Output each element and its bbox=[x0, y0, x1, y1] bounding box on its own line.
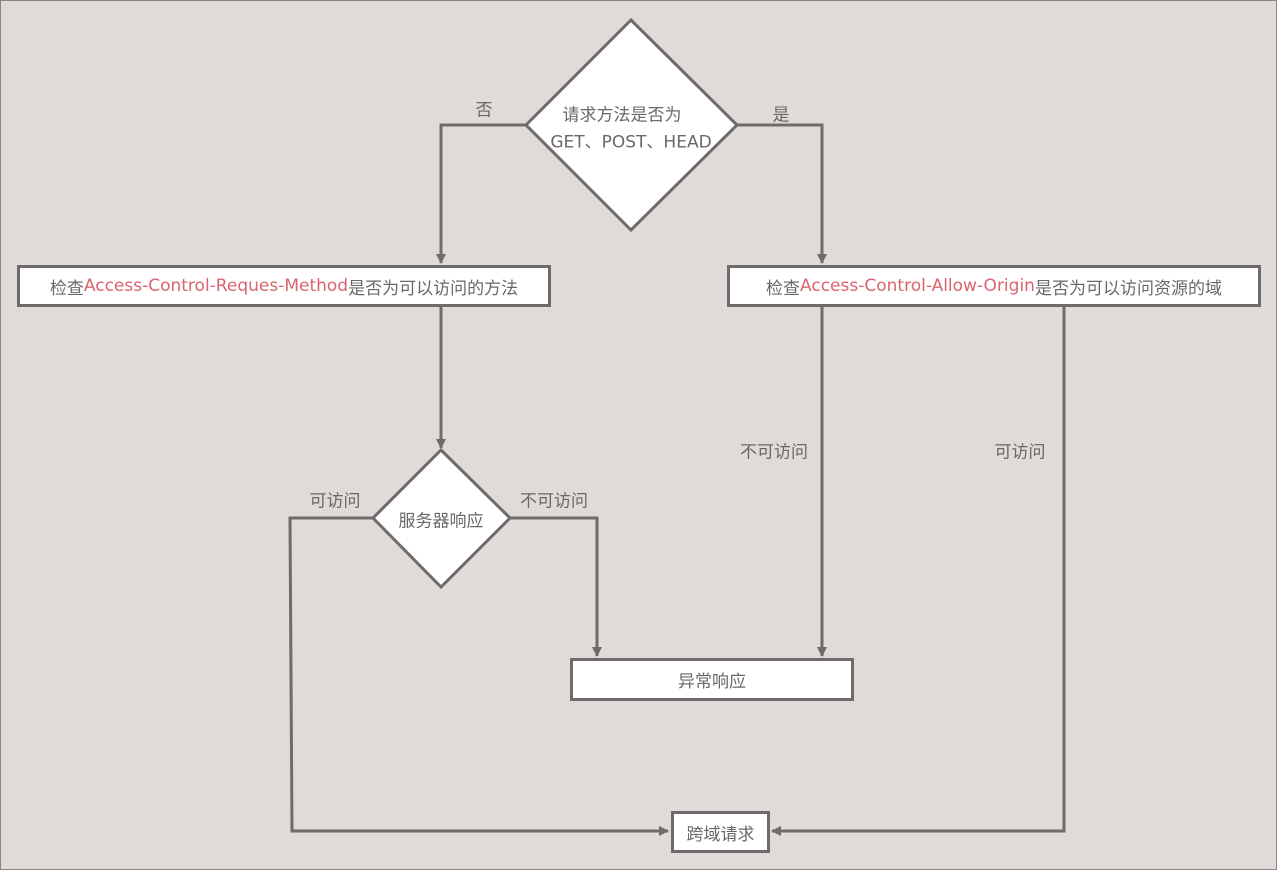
decision-server-label: 服务器响应 bbox=[398, 511, 484, 532]
check-method-suffix: 是否为可以访问的方法 bbox=[348, 278, 519, 299]
check-origin-suffix: 是否为可以访问资源的域 bbox=[1034, 278, 1222, 299]
decision-method-diamond bbox=[523, 17, 740, 233]
edge-server-fail bbox=[510, 516, 602, 657]
cors-request-box: 跨域请求 bbox=[671, 811, 770, 853]
decision-method-line2: GET、POST、HEAD bbox=[550, 132, 712, 153]
check-method-header: Access-Control-Reques-Method bbox=[83, 276, 349, 296]
label-origin-fail: 不可访问 bbox=[740, 442, 808, 463]
decision-method-line1: 请求方法是否为 bbox=[562, 105, 682, 126]
label-origin-ok: 可访问 bbox=[994, 442, 1046, 463]
edge-origin-ok bbox=[771, 306, 1066, 836]
label-server-fail: 不可访问 bbox=[520, 491, 588, 512]
label-server-ok: 可访问 bbox=[309, 491, 361, 512]
check-origin-header: Access-Control-Allow-Origin bbox=[800, 276, 1035, 296]
edge-no bbox=[436, 123, 526, 264]
check-method-prefix: 检查 bbox=[49, 278, 84, 299]
error-response-label: 异常响应 bbox=[678, 672, 746, 692]
check-origin-prefix: 检查 bbox=[766, 278, 801, 299]
edge-server-ok bbox=[288, 516, 669, 836]
decision-server-diamond bbox=[370, 447, 513, 590]
error-response-box: 异常响应 bbox=[570, 658, 854, 701]
cors-request-label: 跨域请求 bbox=[686, 824, 755, 845]
label-yes: 是 bbox=[772, 105, 790, 126]
label-no: 否 bbox=[475, 100, 493, 121]
edge-yes bbox=[737, 123, 827, 264]
